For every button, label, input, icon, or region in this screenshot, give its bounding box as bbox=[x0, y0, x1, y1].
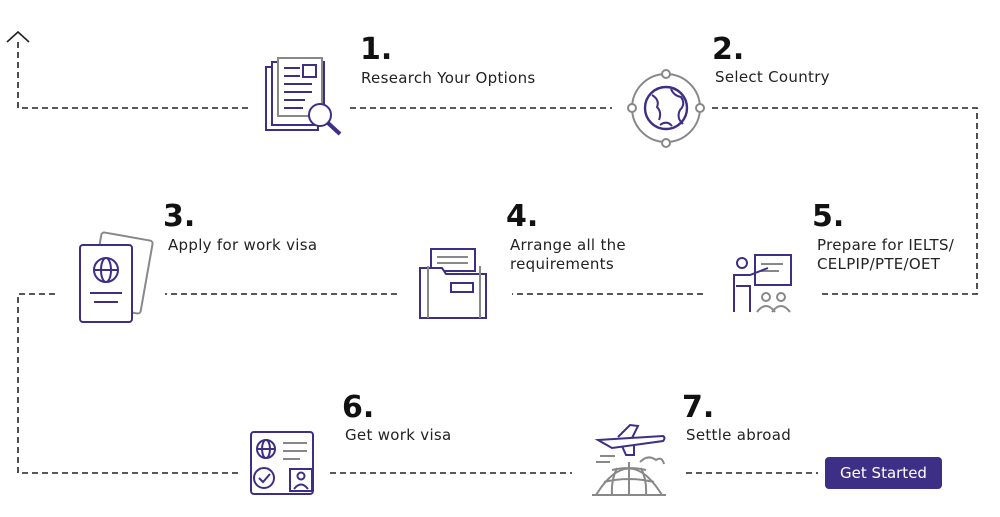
arrow-up-icon bbox=[6, 30, 30, 43]
step-3-number: 3. bbox=[163, 199, 196, 234]
passport-icon bbox=[79, 231, 154, 323]
step-5-number: 5. bbox=[812, 199, 845, 234]
step-2-label: Select Country bbox=[715, 68, 830, 86]
document-search-icon bbox=[265, 57, 342, 136]
step-5-label: Prepare for IELTS/ bbox=[817, 236, 955, 254]
step-6-number: 6. bbox=[342, 390, 375, 425]
step-7-label: Settle abroad bbox=[686, 426, 792, 444]
step-6-label: Get work visa bbox=[345, 426, 452, 444]
step-4-label: Arrange all the bbox=[510, 236, 626, 254]
step-3-label: Apply for work visa bbox=[168, 236, 318, 254]
globe-icon bbox=[627, 69, 705, 148]
step-2-number: 2. bbox=[712, 32, 745, 67]
presentation-icon bbox=[733, 254, 792, 313]
folder-icon bbox=[419, 248, 487, 319]
dashed-connector bbox=[17, 42, 978, 474]
step-5-label-line2: CELPIP/PTE/OET bbox=[817, 255, 941, 273]
airplane-globe-icon bbox=[592, 423, 666, 496]
get-started-button[interactable]: Get Started bbox=[825, 457, 942, 489]
step-1-label: Research Your Options bbox=[361, 69, 536, 87]
step-4-label-line2: requirements bbox=[510, 255, 614, 273]
step-4-number: 4. bbox=[506, 199, 539, 234]
step-7-number: 7. bbox=[682, 390, 715, 425]
visa-document-icon bbox=[250, 431, 314, 495]
step-1-number: 1. bbox=[360, 32, 393, 67]
